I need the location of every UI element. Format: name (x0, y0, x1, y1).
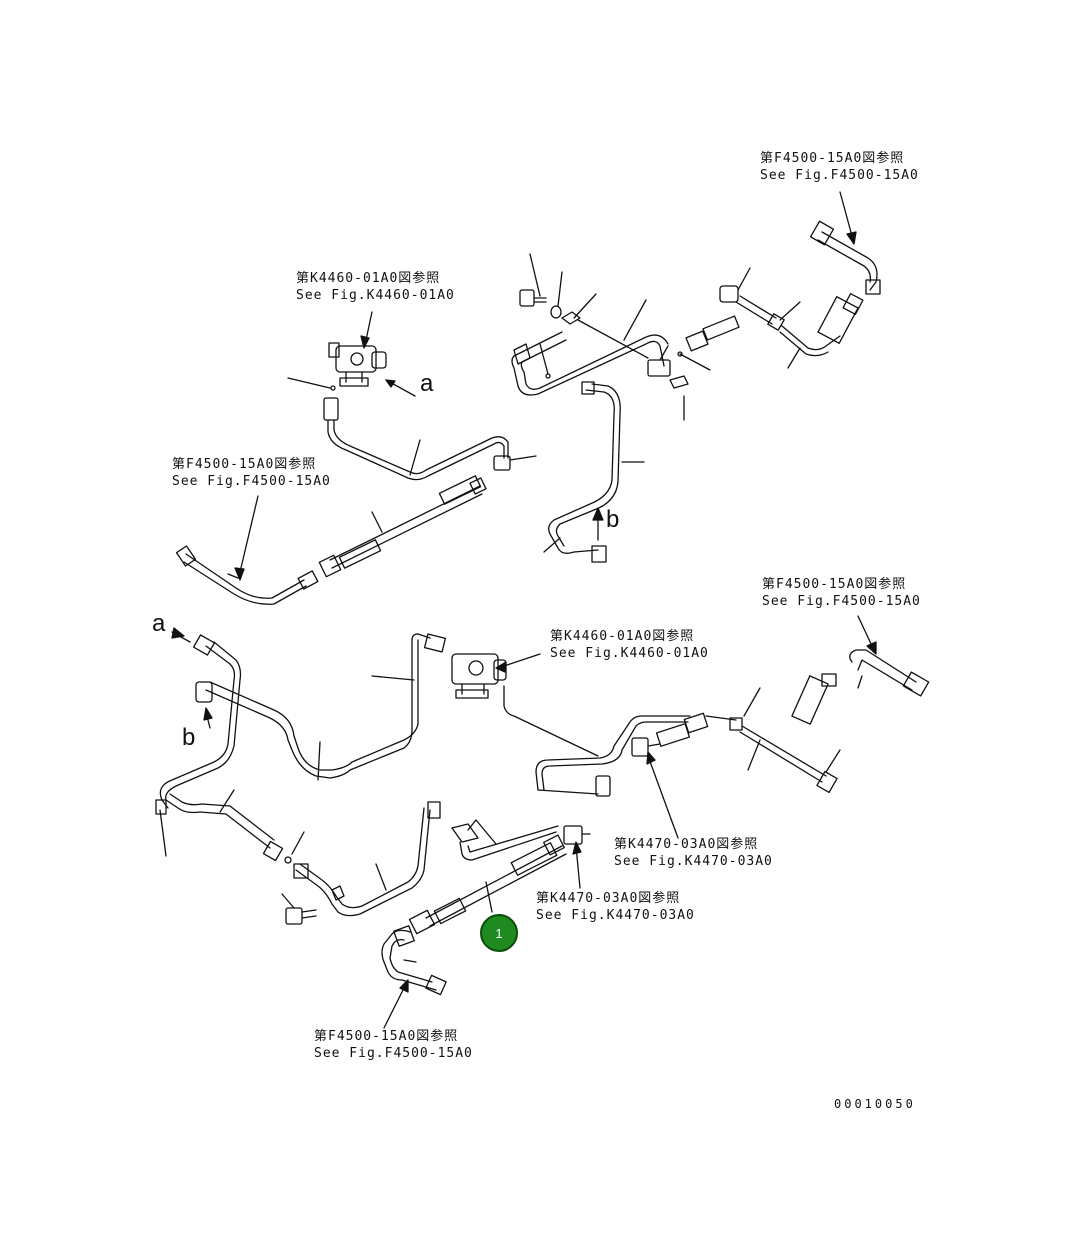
ref-lower-valve-en: See Fig.K4460-01A0 (550, 646, 709, 661)
ref-upper-left: 第F4500-15A0図参照 See Fig.F4500-15A0 (172, 456, 331, 490)
ref-upper-valve: 第K4460-01A0図参照 See Fig.K4460-01A0 (296, 270, 455, 304)
ref-upper-left-jp: 第F4500-15A0図参照 (172, 457, 317, 472)
upper-left-assembly (175, 311, 537, 605)
connection-letter-b-upper: b (606, 506, 620, 533)
bolt-icon (519, 289, 547, 307)
ref-lower-block-2: 第K4470-03A0図参照 See Fig.K4470-03A0 (536, 890, 695, 924)
ref-lower-block-1-en: See Fig.K4470-03A0 (614, 854, 773, 869)
ref-lower-valve: 第K4460-01A0図参照 See Fig.K4460-01A0 (550, 628, 709, 662)
ref-mid-right-jp: 第F4500-15A0図参照 (762, 577, 907, 592)
ref-lower-block-1: 第K4470-03A0図参照 See Fig.K4470-03A0 (614, 836, 773, 870)
ref-lower-block-2-jp: 第K4470-03A0図参照 (536, 891, 681, 906)
lower-valve-icon (451, 653, 507, 699)
upper-hose-icon (318, 475, 487, 578)
upper-right-hose-icon (685, 285, 864, 357)
lower-right-hose-icon (655, 673, 838, 794)
connection-letter-b-lower: b (182, 724, 196, 751)
ref-top-right-jp: 第F4500-15A0図参照 (760, 151, 905, 166)
ref-upper-valve-en: See Fig.K4460-01A0 (296, 288, 455, 303)
main-hose-icon (408, 834, 567, 935)
ref-bottom: 第F4500-15A0図参照 See Fig.F4500-15A0 (314, 1028, 473, 1062)
ref-upper-left-en: See Fig.F4500-15A0 (172, 474, 331, 489)
upper-right-assembly (511, 191, 881, 563)
ref-top-right-en: See Fig.F4500-15A0 (760, 168, 919, 183)
ref-mid-right: 第F4500-15A0図参照 See Fig.F4500-15A0 (762, 576, 921, 610)
lower-assembly (155, 615, 930, 1029)
ref-lower-block-2-en: See Fig.K4470-03A0 (536, 908, 695, 923)
drawing-number: 00010050 (834, 1097, 916, 1111)
ref-mid-right-en: See Fig.F4500-15A0 (762, 594, 921, 609)
ref-lower-block-1-jp: 第K4470-03A0図参照 (614, 837, 759, 852)
lower-bolt-icon (285, 907, 317, 925)
ref-bottom-en: See Fig.F4500-15A0 (314, 1046, 473, 1061)
ref-upper-valve-jp: 第K4460-01A0図参照 (296, 271, 441, 286)
connection-letter-a-lower: a (152, 610, 166, 637)
ref-bottom-jp: 第F4500-15A0図参照 (314, 1029, 459, 1044)
connection-letter-a-upper: a (420, 370, 434, 397)
part-callout-1[interactable]: 1 (480, 914, 518, 952)
upper-valve-icon (328, 342, 387, 387)
ref-lower-valve-jp: 第K4460-01A0図参照 (550, 629, 695, 644)
ref-top-right: 第F4500-15A0図参照 See Fig.F4500-15A0 (760, 150, 919, 184)
